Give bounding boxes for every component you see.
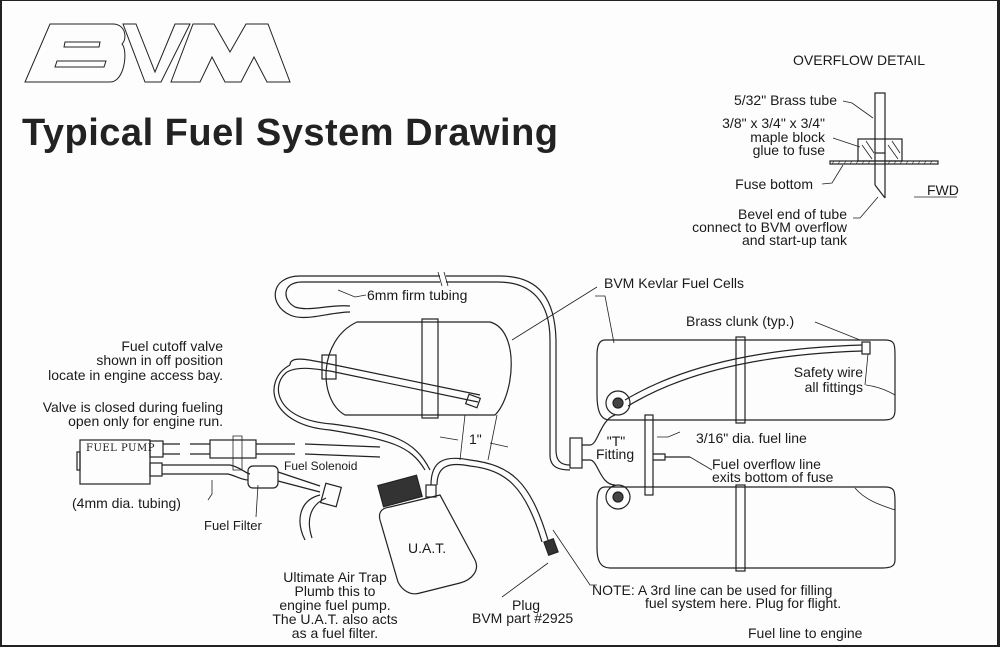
pump-lines bbox=[76, 435, 381, 541]
uat-tank bbox=[377, 457, 597, 598]
fuse-bottom-label: Fuse bottom bbox=[735, 176, 813, 192]
fuel-filter-label: Fuel Filter bbox=[204, 518, 262, 533]
t-fitting-lines bbox=[569, 414, 713, 496]
fwd-label: FWD bbox=[927, 182, 959, 198]
overflow-detail-heading: OVERFLOW DETAIL bbox=[793, 52, 925, 68]
overflow-line-label-1: Fuel overflow line bbox=[712, 456, 821, 472]
safety-wire-label-1: Safety wire bbox=[793, 364, 863, 380]
uat-note-5: as a fuel filter. bbox=[291, 625, 379, 641]
page-title: Typical Fuel System Drawing bbox=[22, 112, 559, 154]
cutoff-valve-label-2: shown in off position bbox=[96, 352, 223, 368]
plug-label-2: BVM part #2925 bbox=[472, 610, 574, 626]
note-label-1: NOTE: A 3rd line can be used for filling bbox=[592, 582, 833, 598]
tank-right-lower bbox=[596, 484, 896, 572]
note-label-2: fuel system here. Plug for flight. bbox=[645, 595, 842, 611]
valve-closed-label-2: open only for engine run. bbox=[68, 413, 223, 429]
fuel-solenoid-label: Fuel Solenoid bbox=[284, 459, 358, 473]
bevel-label-2: connect to BVM overflow bbox=[692, 219, 847, 235]
t-fitting-label-1: "T" bbox=[606, 433, 626, 449]
tubing-4mm-label: (4mm dia. tubing) bbox=[72, 495, 181, 511]
maple-block-label-2: maple block bbox=[750, 129, 825, 145]
brass-clunk-label: Brass clunk (typ.) bbox=[686, 313, 795, 329]
one-inch-label: 1" bbox=[469, 431, 482, 447]
overflow-detail-drawing bbox=[821, 92, 957, 219]
fuel-line-engine-label: Fuel line to engine bbox=[748, 625, 863, 641]
maple-block-label-3: glue to fuse bbox=[752, 142, 825, 158]
valve-closed-label-1: Valve is closed during fueling bbox=[42, 399, 223, 415]
uat-note-2: Plumb this to bbox=[294, 583, 376, 599]
uat-note-1: Ultimate Air Trap bbox=[283, 569, 387, 585]
uat-label: U.A.T. bbox=[408, 540, 447, 556]
overflow-line-label-2: exits bottom of fuse bbox=[712, 469, 834, 485]
firm-tubing bbox=[274, 271, 571, 471]
t-fitting-label-2: Fitting bbox=[596, 446, 635, 462]
bvm-logo bbox=[24, 23, 291, 83]
cutoff-valve-label-3: locate in engine access bay. bbox=[48, 367, 223, 383]
kevlar-cells-label: BVM Kevlar Fuel Cells bbox=[604, 275, 745, 291]
safety-wire-label-2: all fittings bbox=[804, 379, 863, 395]
brass-tube-label: 5/32" Brass tube bbox=[733, 92, 837, 108]
tank-right-upper bbox=[595, 295, 896, 424]
uat-note-4: The U.A.T. also acts bbox=[272, 611, 398, 627]
fuel-line-316-label: 3/16" dia. fuel line bbox=[696, 430, 807, 446]
plug-label-1: Plug bbox=[512, 597, 541, 613]
firm-tubing-label: 6mm firm tubing bbox=[367, 287, 468, 303]
tank-left bbox=[273, 286, 598, 471]
bevel-label-1: Bevel end of tube bbox=[738, 206, 847, 222]
uat-note-3: engine fuel pump. bbox=[279, 597, 391, 613]
maple-block-label-1: 3/8" x 3/4" x 3/4" bbox=[722, 115, 825, 131]
fuel-pump-label: FUEL PUMP bbox=[86, 443, 155, 454]
cutoff-valve-label-1: Fuel cutoff valve bbox=[121, 338, 223, 354]
bevel-label-3: and start-up tank bbox=[741, 232, 847, 248]
